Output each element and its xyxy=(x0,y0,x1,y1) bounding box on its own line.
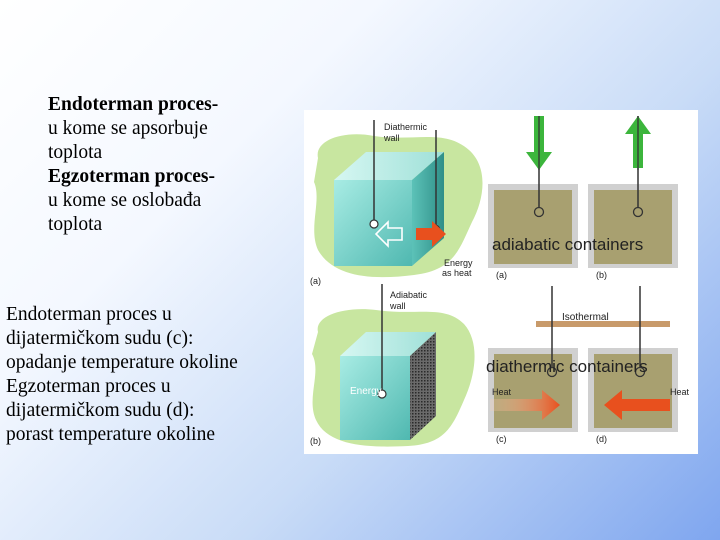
endothermic-diathermic-line-1: Endoterman proces u xyxy=(6,304,172,325)
diathermic-title: diathermic containers xyxy=(486,357,648,376)
text-block-diathermic: Endoterman proces u dijatermičkom sudu (… xyxy=(6,303,238,447)
cube-front-b xyxy=(340,356,410,440)
diathermic-container-d xyxy=(594,354,672,428)
exothermic-definition-1: u kome se oslobađa xyxy=(48,190,202,211)
endothermic-heading: Endoterman proces- xyxy=(48,94,219,115)
panel-label-a: (a) xyxy=(310,276,321,286)
heat-arrow-a xyxy=(416,221,446,247)
energy-arrow-outline-a xyxy=(374,220,403,248)
heat-label-right: Heat xyxy=(670,387,690,397)
adiabatic-wall-hatch xyxy=(410,332,436,440)
wall-label-a-2: wall xyxy=(383,133,400,143)
thermometer-bulb-a xyxy=(369,219,379,229)
heat-arrow-out-d xyxy=(604,390,670,420)
adiabatic-title: adiabatic containers xyxy=(492,235,643,254)
wall-label-a-1: Diathermic xyxy=(384,122,428,132)
heat-arrow-in-c xyxy=(490,390,560,420)
exothermic-diathermic-line-1: Egzoterman proces u xyxy=(6,376,171,397)
endothermic-definition-2: toplota xyxy=(48,142,103,163)
wall-label-b-2: wall xyxy=(389,301,406,311)
panel-label-b: (b) xyxy=(310,436,321,446)
temperature-up-arrow xyxy=(625,116,651,170)
adiabatic-label-a: (a) xyxy=(496,270,507,280)
energy-label-b: Energy xyxy=(350,386,382,397)
diathermic-containers: Isothermal diathermic containers Heat He… xyxy=(486,286,690,444)
adiabatic-containers: adiabatic containers (a) (b) xyxy=(488,116,678,280)
heat-label-left: Heat xyxy=(492,387,512,397)
diathermic-label-d: (d) xyxy=(596,434,607,444)
adiabatic-container-a xyxy=(494,190,572,264)
diathermic-label-c: (c) xyxy=(496,434,507,444)
energy-label-a-1: Energy xyxy=(444,258,473,268)
temperature-down-arrow xyxy=(526,116,552,170)
isothermal-label: Isothermal xyxy=(562,312,609,323)
endothermic-diathermic-line-3: opadanje temperature okoline xyxy=(6,352,238,373)
endothermic-diathermic-line-2: dijatermičkom sudu (c): xyxy=(6,328,194,349)
cube-top-a xyxy=(334,152,444,180)
exothermic-definition-2: toplota xyxy=(48,214,103,235)
exothermic-diathermic-line-3: porast temperature okoline xyxy=(6,424,216,445)
diathermic-container-c xyxy=(494,354,572,428)
thermodynamics-figure: Diathermic wall Energy as heat (a) Adiab… xyxy=(304,110,698,454)
panel-b-adiabatic-cube: Adiabatic wall Energy (b) xyxy=(310,284,475,447)
endothermic-definition-1: u kome se apsorbuje xyxy=(48,118,208,139)
panel-a-diathermic-cube: Diathermic wall Energy as heat (a) xyxy=(310,120,483,286)
isothermal-bar xyxy=(536,321,670,327)
wall-label-b-1: Adiabatic xyxy=(390,290,428,300)
exothermic-heading: Egzoterman proces- xyxy=(48,166,215,187)
text-block-heat-processes: Endoterman proces- u kome se apsorbuje t… xyxy=(48,93,218,237)
energy-label-a-2: as heat xyxy=(442,268,472,278)
exothermic-diathermic-line-2: dijatermičkom sudu (d): xyxy=(6,400,195,421)
adiabatic-container-b xyxy=(594,190,672,264)
adiabatic-label-b: (b) xyxy=(596,270,607,280)
